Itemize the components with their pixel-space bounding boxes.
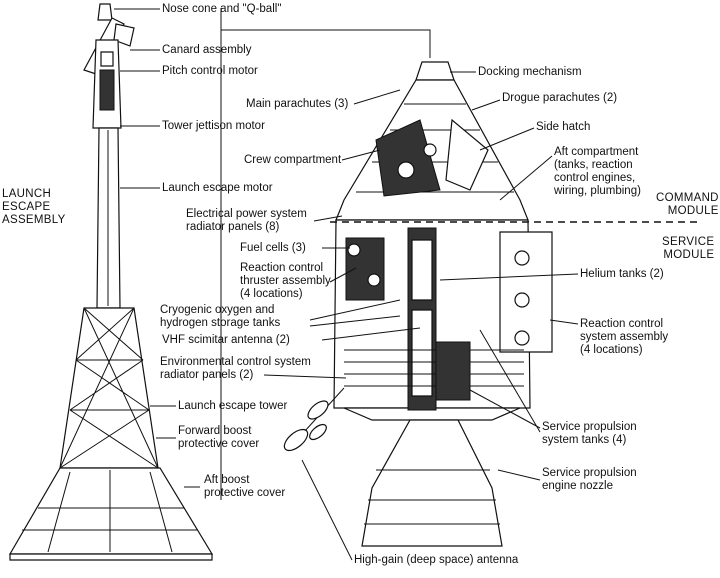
ecs-radiator-lines <box>344 349 524 387</box>
crew-compartment-detail <box>375 119 441 197</box>
section-line: ESCAPE <box>2 201 51 213</box>
boost-protective-cover-shape <box>8 467 214 555</box>
label-line: (tanks, reaction <box>554 159 633 171</box>
section-line: ASSEMBLY <box>2 214 66 226</box>
middle-leaders <box>263 89 421 561</box>
section-line: MODULE <box>663 249 715 261</box>
section-line: MODULE <box>667 205 719 217</box>
service-module-label: SERVICE MODULE <box>662 236 714 262</box>
section-line: COMMAND <box>656 192 719 204</box>
nose-cone-shape <box>97 3 113 21</box>
left-leaders <box>114 8 200 488</box>
label-line: Electrical power system <box>186 208 307 220</box>
label-line: radiator panels (2) <box>160 369 254 381</box>
label-line: protective cover <box>178 438 260 450</box>
launch-escape-tower-shape <box>59 307 159 469</box>
rcs-assembly-label: Reaction control system assembly (4 loca… <box>580 318 668 357</box>
right-leaders <box>439 71 579 481</box>
vhf-antenna-label: VHF scimitar antenna (2) <box>162 334 290 346</box>
label-line: thruster assembly <box>240 275 331 287</box>
label-line: control engines, <box>554 172 636 184</box>
cm-bracket-line <box>221 29 431 58</box>
pitch-control-motor-label: Pitch control motor <box>162 65 258 77</box>
launch-escape-assembly-label: LAUNCH ESCAPE ASSEMBLY <box>2 188 66 227</box>
label-line: Environmental control system <box>160 356 311 368</box>
side-hatch-shape <box>445 118 489 191</box>
label-line: system assembly <box>580 331 669 343</box>
label-line: wiring, plumbing) <box>554 185 641 197</box>
cryogenic-tanks-label: Cryogenic oxygen and hydrogen storage ta… <box>160 304 280 330</box>
aft-boost-cover-label: Aft boost protective cover <box>204 474 285 500</box>
launch-escape-tower-label: Launch escape tower <box>178 400 288 412</box>
label-line: hydrogen storage tanks <box>160 317 281 329</box>
docking-mechanism-shape <box>415 61 455 81</box>
section-line: LAUNCH <box>2 188 52 200</box>
label-line: Reaction control <box>580 318 664 330</box>
sps-nozzle-label: Service propulsion engine nozzle <box>542 467 637 493</box>
label-line: (4 locations) <box>240 288 303 300</box>
label-line: (4 locations) <box>580 344 643 356</box>
high-gain-antenna-label: High-gain (deep space) antenna <box>354 554 519 566</box>
forward-boost-cover-label: Forward boost protective cover <box>178 425 259 451</box>
label-line: system tanks (4) <box>542 434 627 446</box>
label-line: Aft boost <box>204 474 250 486</box>
aft-compartment-label: Aft compartment (tanks, reaction control… <box>554 146 641 198</box>
launch-escape-assembly-drawing <box>8 3 214 561</box>
command-module-drawing <box>335 61 529 221</box>
high-gain-antenna-shape <box>283 387 345 452</box>
crew-compartment-label: Crew compartment <box>244 154 342 166</box>
command-module-label: COMMAND MODULE <box>656 192 719 218</box>
label-line: Cryogenic oxygen and <box>160 304 275 316</box>
helium-tanks-label: Helium tanks (2) <box>580 268 664 280</box>
side-hatch-label: Side hatch <box>536 121 591 133</box>
service-module-drawing <box>283 219 553 547</box>
rcs-thruster-label: Reaction control thruster assembly (4 lo… <box>240 262 331 301</box>
canard-assembly-label: Canard assembly <box>162 44 252 56</box>
main-parachutes-label: Main parachutes (3) <box>246 98 349 110</box>
label-line: engine nozzle <box>542 480 613 492</box>
sps-tanks-label: Service propulsion system tanks (4) <box>542 421 637 447</box>
label-line: Aft compartment <box>554 146 639 158</box>
ecs-radiator-label: Environmental control system radiator pa… <box>160 356 311 382</box>
label-line: Service propulsion <box>542 467 637 479</box>
fuel-cells-label: Fuel cells (3) <box>240 242 306 254</box>
eps-radiator-label: Electrical power system radiator panels … <box>186 208 307 234</box>
section-line: SERVICE <box>662 236 715 248</box>
label-line: radiator panels (8) <box>186 221 280 233</box>
label-line: Reaction control <box>240 262 324 274</box>
label-line: Forward boost <box>178 425 252 437</box>
nose-cone-label: Nose cone and "Q-ball" <box>162 3 282 15</box>
sps-engine-nozzle-shape <box>361 419 503 547</box>
label-line: protective cover <box>204 487 286 499</box>
rcs-assembly-shape <box>499 231 553 353</box>
drogue-parachutes-label: Drogue parachutes (2) <box>502 92 618 104</box>
tower-jettison-motor-label: Tower jettison motor <box>162 120 265 132</box>
label-line: Service propulsion <box>542 421 637 433</box>
docking-mechanism-label: Docking mechanism <box>478 66 582 78</box>
launch-escape-motor-label: Launch escape motor <box>162 182 273 194</box>
